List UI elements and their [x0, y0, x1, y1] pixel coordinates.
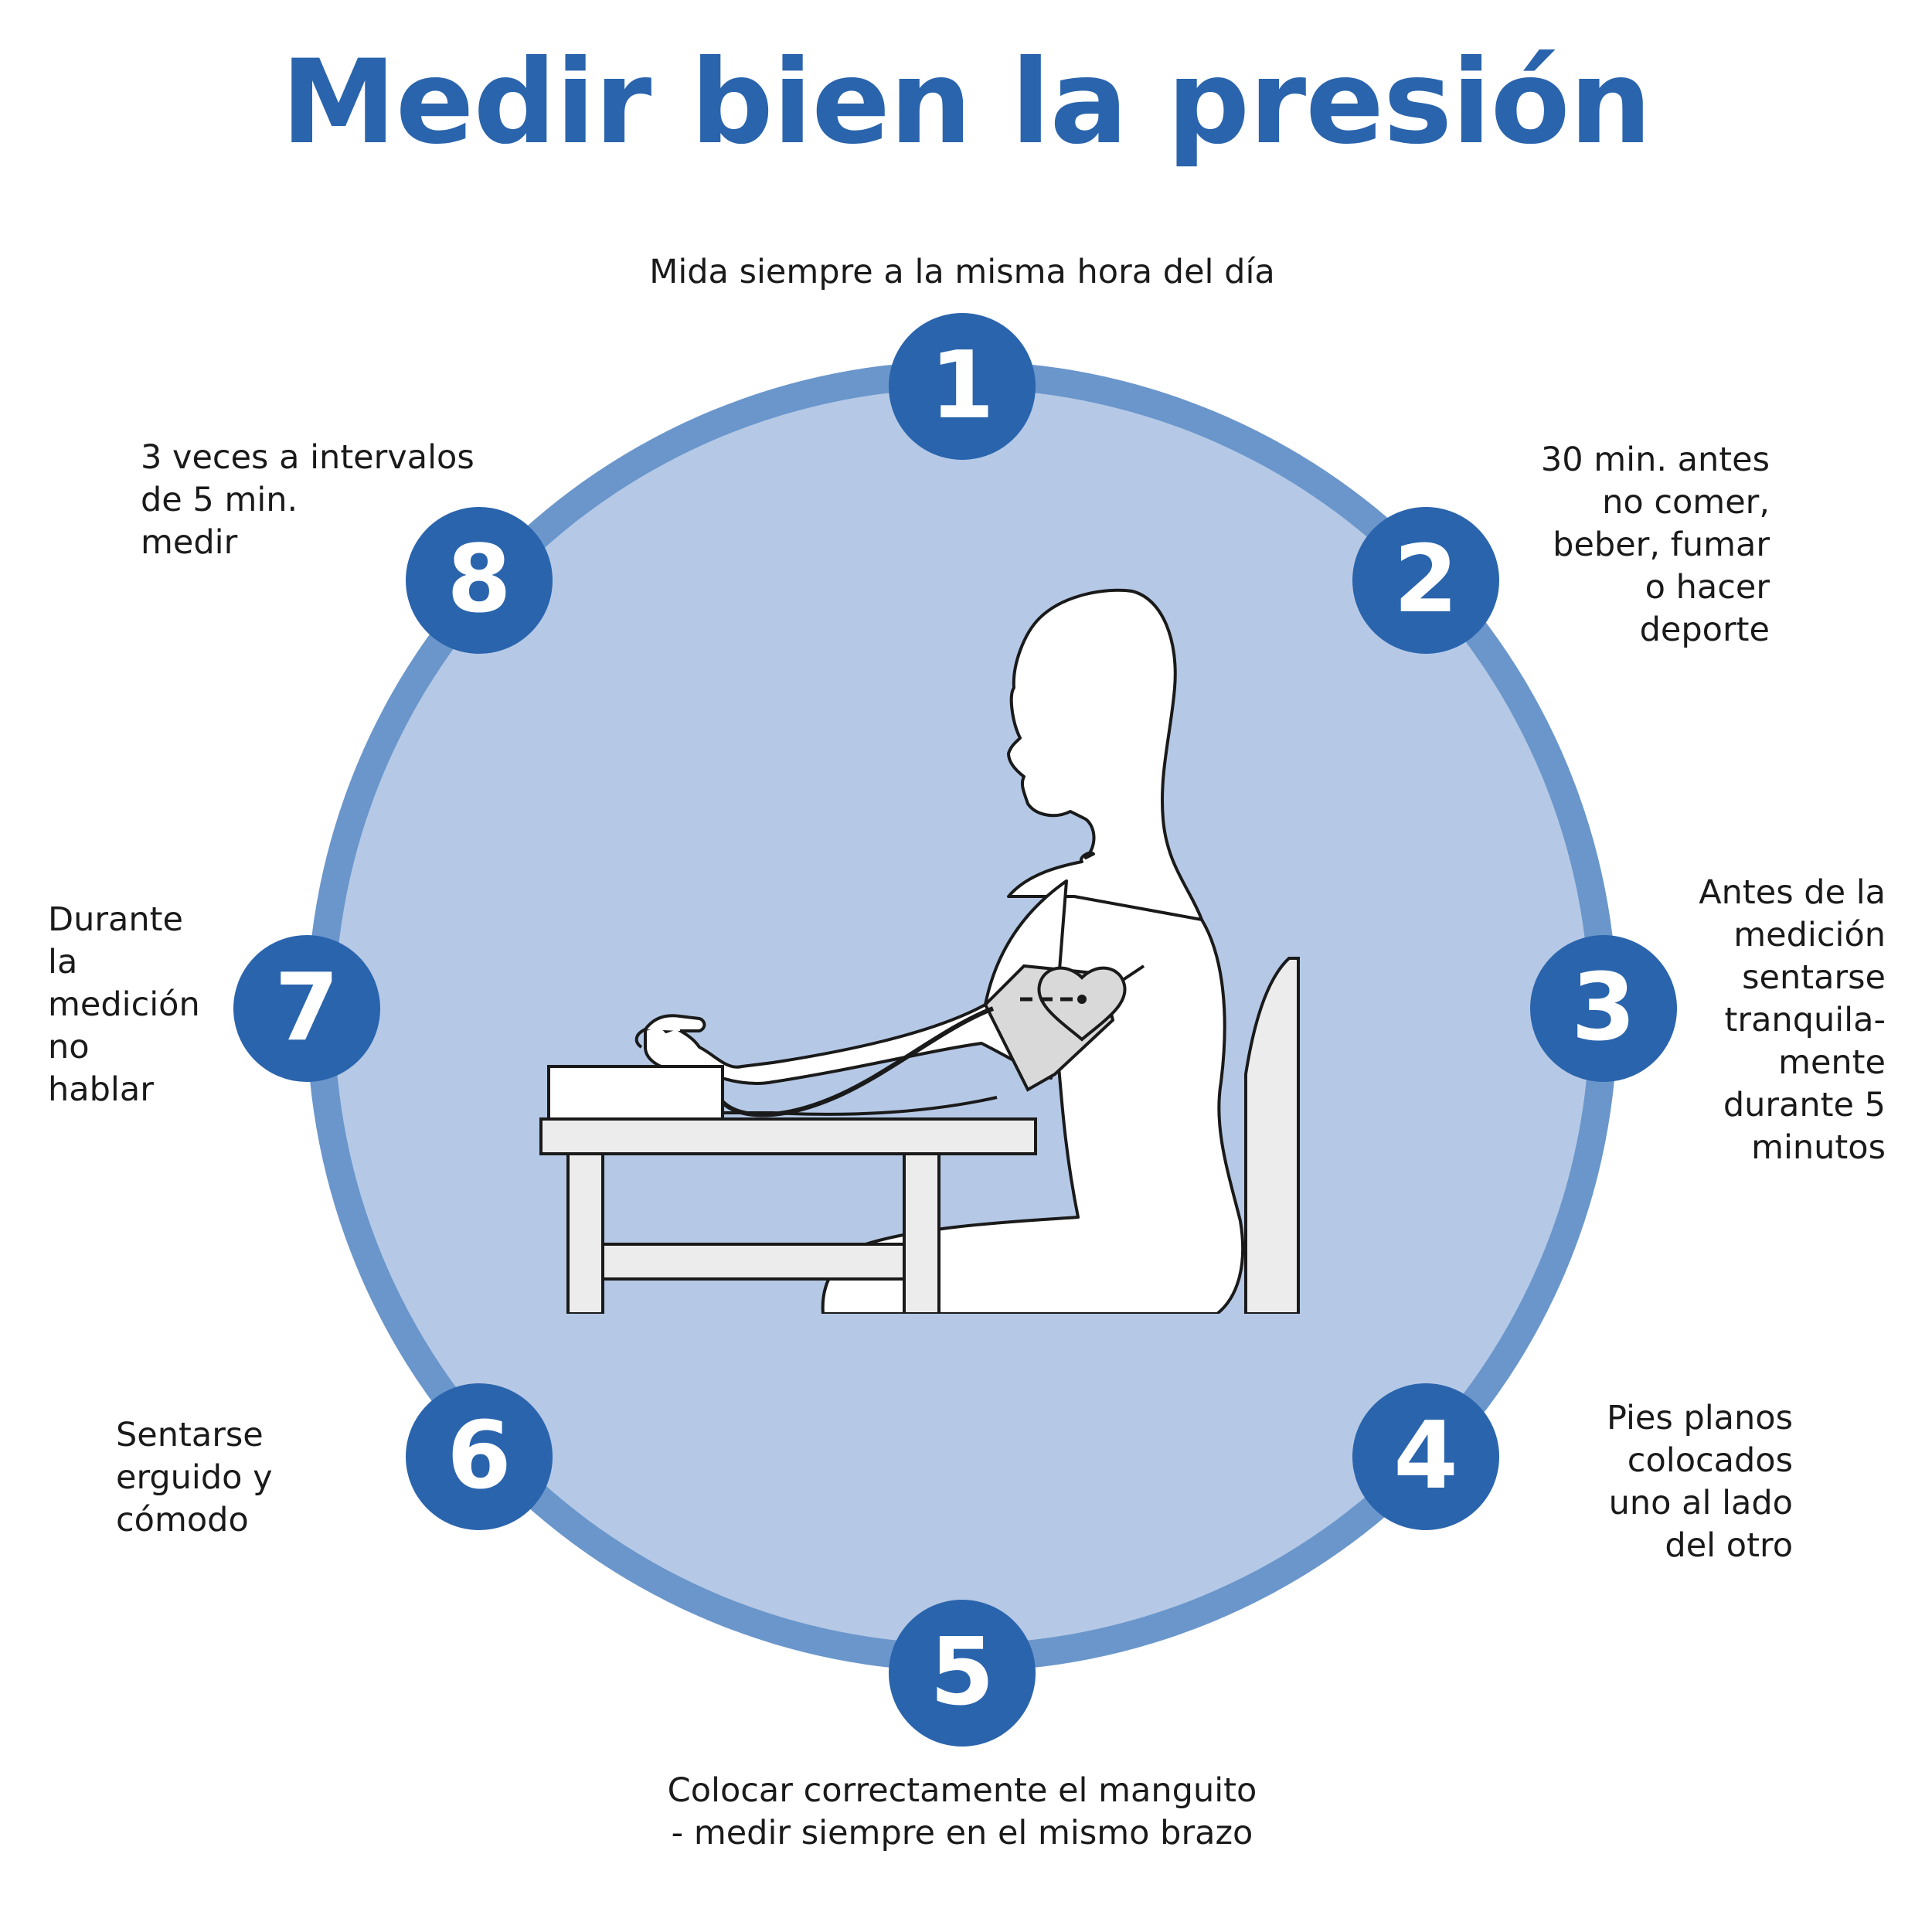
step-4-text: Pies planos colocados uno al lado del ot… — [1606, 1399, 1793, 1565]
person-seated-icon — [634, 588, 1245, 1315]
step-8-badge: 8 — [406, 507, 553, 654]
step-5-badge: 5 — [889, 1600, 1036, 1747]
step-3-badge: 3 — [1530, 935, 1677, 1082]
page-title: Medir bien la presión — [281, 36, 1652, 170]
step-2-badge: 2 — [1352, 507, 1499, 654]
cuff-tube-icon — [716, 1006, 995, 1117]
step-5-text: Colocar correctamente el manguito - medi… — [667, 1771, 1257, 1852]
step-7-text: Durante la medición no hablar — [48, 900, 200, 1109]
illustration-base — [541, 1314, 1314, 1320]
table-icon — [539, 1117, 1037, 1315]
step-3-text: Antes de la medición sentarse tranquila-… — [1699, 873, 1886, 1167]
step-2-text: 30 min. antes no comer, beber, fumar o h… — [1540, 440, 1770, 649]
step-1-text: Mida siempre a la misma hora del día — [649, 253, 1275, 291]
heart-icon — [1020, 966, 1127, 1042]
blood-pressure-monitor-icon — [547, 1065, 724, 1121]
chair-icon — [1244, 957, 1300, 1315]
step-8-text: 3 veces a intervalos de 5 min. medir — [141, 438, 474, 562]
step-1-badge: 1 — [889, 313, 1036, 460]
step-6-text: Sentarse erguido y cómodo — [116, 1416, 273, 1539]
step-7-badge: 7 — [233, 935, 380, 1082]
step-4-badge: 4 — [1352, 1383, 1499, 1530]
step-6-badge: 6 — [406, 1383, 553, 1530]
